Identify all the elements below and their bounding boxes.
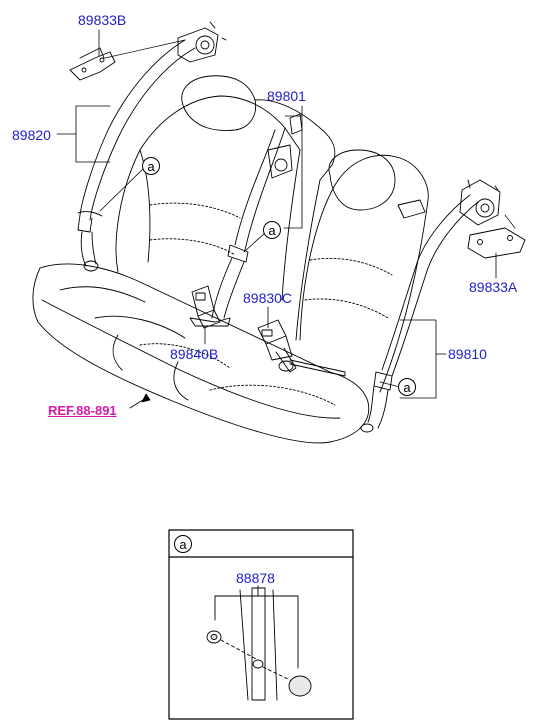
seat-cushion: [32, 263, 370, 444]
retractor-upper-left: [69, 21, 227, 81]
label-89830C: 89830C: [243, 290, 293, 306]
callout-a-left: a: [142, 157, 160, 175]
reference-label: REF.88-891: [48, 403, 117, 418]
callout-a-right: a: [398, 378, 416, 396]
leader-lines: [56, 29, 497, 409]
detail-box: [168, 529, 354, 720]
label-89810: 89810: [448, 346, 487, 362]
label-89833B: 89833B: [78, 12, 127, 28]
middle-seat-belt: [211, 113, 303, 319]
label-89801: 89801: [267, 88, 306, 104]
buckle-89840B: [189, 285, 231, 329]
seat-back-middle: [254, 99, 336, 341]
label-89820: 89820: [12, 127, 51, 143]
retractor-upper-right: [459, 179, 526, 259]
left-seat-belt: [77, 39, 196, 272]
label-88878: 88878: [236, 570, 275, 586]
label-89840B: 89840B: [170, 346, 219, 362]
callout-a-detail: a: [174, 535, 192, 553]
right-seat-belt: [360, 194, 479, 433]
buckle-89830C: [257, 319, 346, 377]
label-89833A: 89833A: [469, 279, 518, 295]
callout-a-middle: a: [263, 221, 281, 239]
seat-back-right: [299, 149, 429, 393]
seat-back-left: [115, 75, 301, 273]
